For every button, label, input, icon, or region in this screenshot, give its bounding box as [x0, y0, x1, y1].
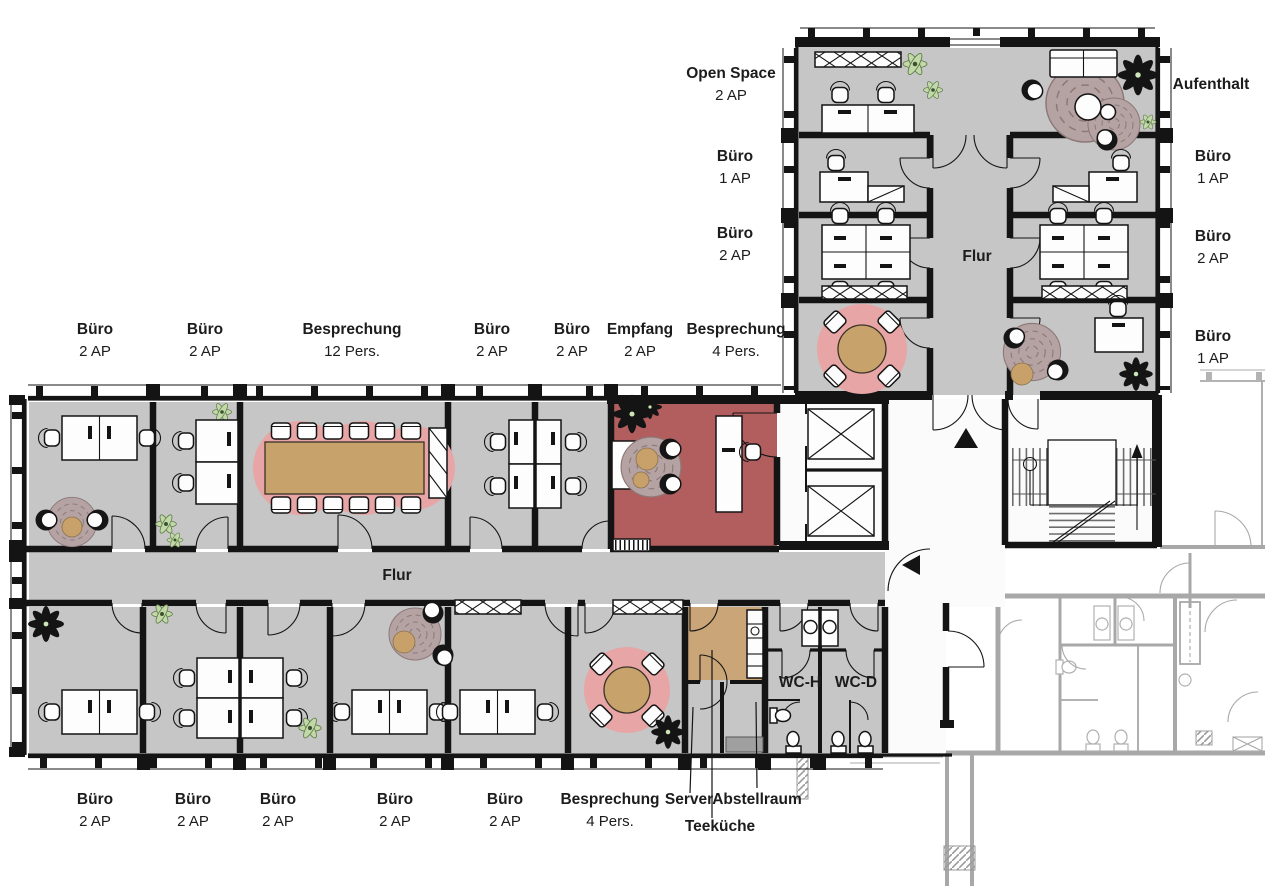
label-buero-ul2: Büro 2 AP — [716, 225, 754, 264]
label-besprechung-4b: Besprechung 4 Pers. — [560, 791, 660, 830]
room-buero-ur1 — [1052, 148, 1138, 203]
label-empfang: Empfang 2 AP — [606, 321, 674, 360]
label-abstellraum: Abstellraum — [712, 791, 802, 808]
room-besprechung-12 — [253, 421, 455, 515]
room-besprechung-4b — [584, 599, 685, 749]
label-buero-t2: Büro 2 AP — [186, 321, 224, 360]
label-flur-upper: Flur — [962, 248, 992, 265]
label-buero-t4: Büro 2 AP — [553, 321, 591, 360]
room-buero-b4 — [327, 598, 459, 735]
room-buero-ul2 — [821, 201, 911, 304]
kitchen-cabinets — [746, 609, 764, 679]
label-teekueche: Teeküche — [684, 818, 756, 835]
adjacent-building — [795, 369, 1265, 886]
stairwell — [1001, 398, 1157, 549]
entrance-triangle — [954, 428, 978, 448]
room-buero-b3 — [240, 657, 322, 741]
room-buero-t2 — [154, 401, 239, 549]
label-besprechung-4a: Besprechung 4 Pers. — [686, 321, 786, 360]
room-buero-b2 — [150, 602, 240, 739]
label-buero-b4: Büro 2 AP — [376, 791, 414, 830]
room-buero-t1 — [34, 415, 162, 548]
label-wc-d: WC-D — [834, 674, 878, 691]
window-bands — [9, 27, 1173, 770]
label-wc-h: WC-H — [778, 674, 822, 691]
label-buero-ur3: Büro 1 AP — [1194, 328, 1232, 367]
label-besprechung-12: Besprechung 12 Pers. — [302, 321, 402, 360]
room-buero-b1 — [28, 606, 162, 735]
label-server: Server — [664, 791, 714, 808]
room-abstellraum — [725, 736, 764, 753]
room-aufenthalt — [1017, 49, 1159, 156]
round-table — [603, 666, 651, 714]
entrance-markers — [887, 428, 978, 592]
entrance-triangle — [902, 555, 920, 575]
room-buero-t4 — [535, 419, 588, 509]
radiator — [612, 538, 651, 552]
label-buero-b5: Büro 2 AP — [486, 791, 524, 830]
label-buero-ur1: Büro 1 AP — [1194, 148, 1232, 187]
elevators — [805, 399, 885, 545]
label-buero-t1: Büro 2 AP — [76, 321, 114, 360]
room-open-space — [814, 50, 944, 134]
room-wc — [769, 609, 874, 754]
room-teekueche — [746, 609, 764, 679]
room-besprechung-4a — [817, 304, 907, 394]
label-buero-ul1: Büro 1 AP — [716, 148, 754, 187]
shelf — [725, 736, 764, 753]
label-buero-b3: Büro 2 AP — [259, 791, 297, 830]
reception-desk — [715, 415, 743, 513]
room-buero-ul1 — [819, 148, 905, 203]
label-buero-t3: Büro 2 AP — [473, 321, 511, 360]
stair-landing — [1047, 439, 1117, 506]
label-buero-b2: Büro 2 AP — [174, 791, 212, 830]
label-open-space: Open Space 2 AP — [686, 65, 776, 104]
label-buero-ur2: Büro 2 AP — [1194, 228, 1232, 267]
leader-lines — [689, 650, 758, 818]
label-aufenthalt: Aufenthalt — [1172, 76, 1250, 93]
room-buero-ur3 — [998, 294, 1153, 391]
round-table — [837, 324, 887, 374]
label-buero-b1: Büro 2 AP — [76, 791, 114, 830]
room-buero-b5 — [435, 599, 560, 735]
room-buero-t3 — [483, 419, 535, 509]
room-buero-ur2 — [1039, 201, 1129, 304]
label-flur-main: Flur — [382, 567, 412, 584]
room-empfang — [611, 394, 762, 552]
conference-table — [264, 441, 425, 495]
